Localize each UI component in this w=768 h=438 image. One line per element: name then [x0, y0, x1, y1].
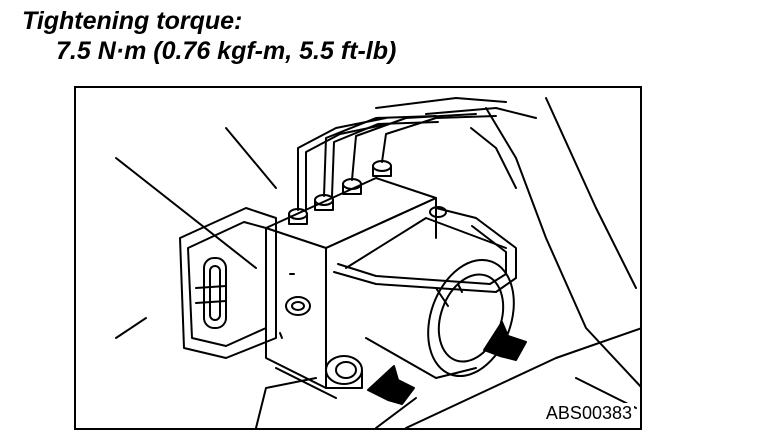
abs-unit-illustration: ABS00383 — [74, 86, 642, 430]
pump-motor — [345, 217, 515, 379]
mounting-bolt — [325, 355, 363, 389]
arrow-bolt-left — [367, 365, 415, 405]
arrow-bolt-right — [483, 321, 527, 361]
figure-code: ABS00383 — [543, 403, 634, 424]
hydraulic-block — [265, 177, 437, 399]
pipe-fittings — [288, 160, 392, 225]
mounting-bracket — [179, 207, 277, 359]
connector-pipe — [333, 206, 517, 293]
abs-unit-drawing — [115, 97, 640, 428]
torque-spec: 7.5 N·m (0.76 kgf-m, 5.5 ft-lb) — [56, 37, 397, 65]
brake-pipes — [297, 97, 537, 211]
tightening-arrows — [367, 321, 527, 405]
torque-header: Tightening torque: 7.5 N·m (0.76 kgf-m, … — [22, 6, 396, 66]
torque-title: Tightening torque: — [22, 7, 243, 35]
